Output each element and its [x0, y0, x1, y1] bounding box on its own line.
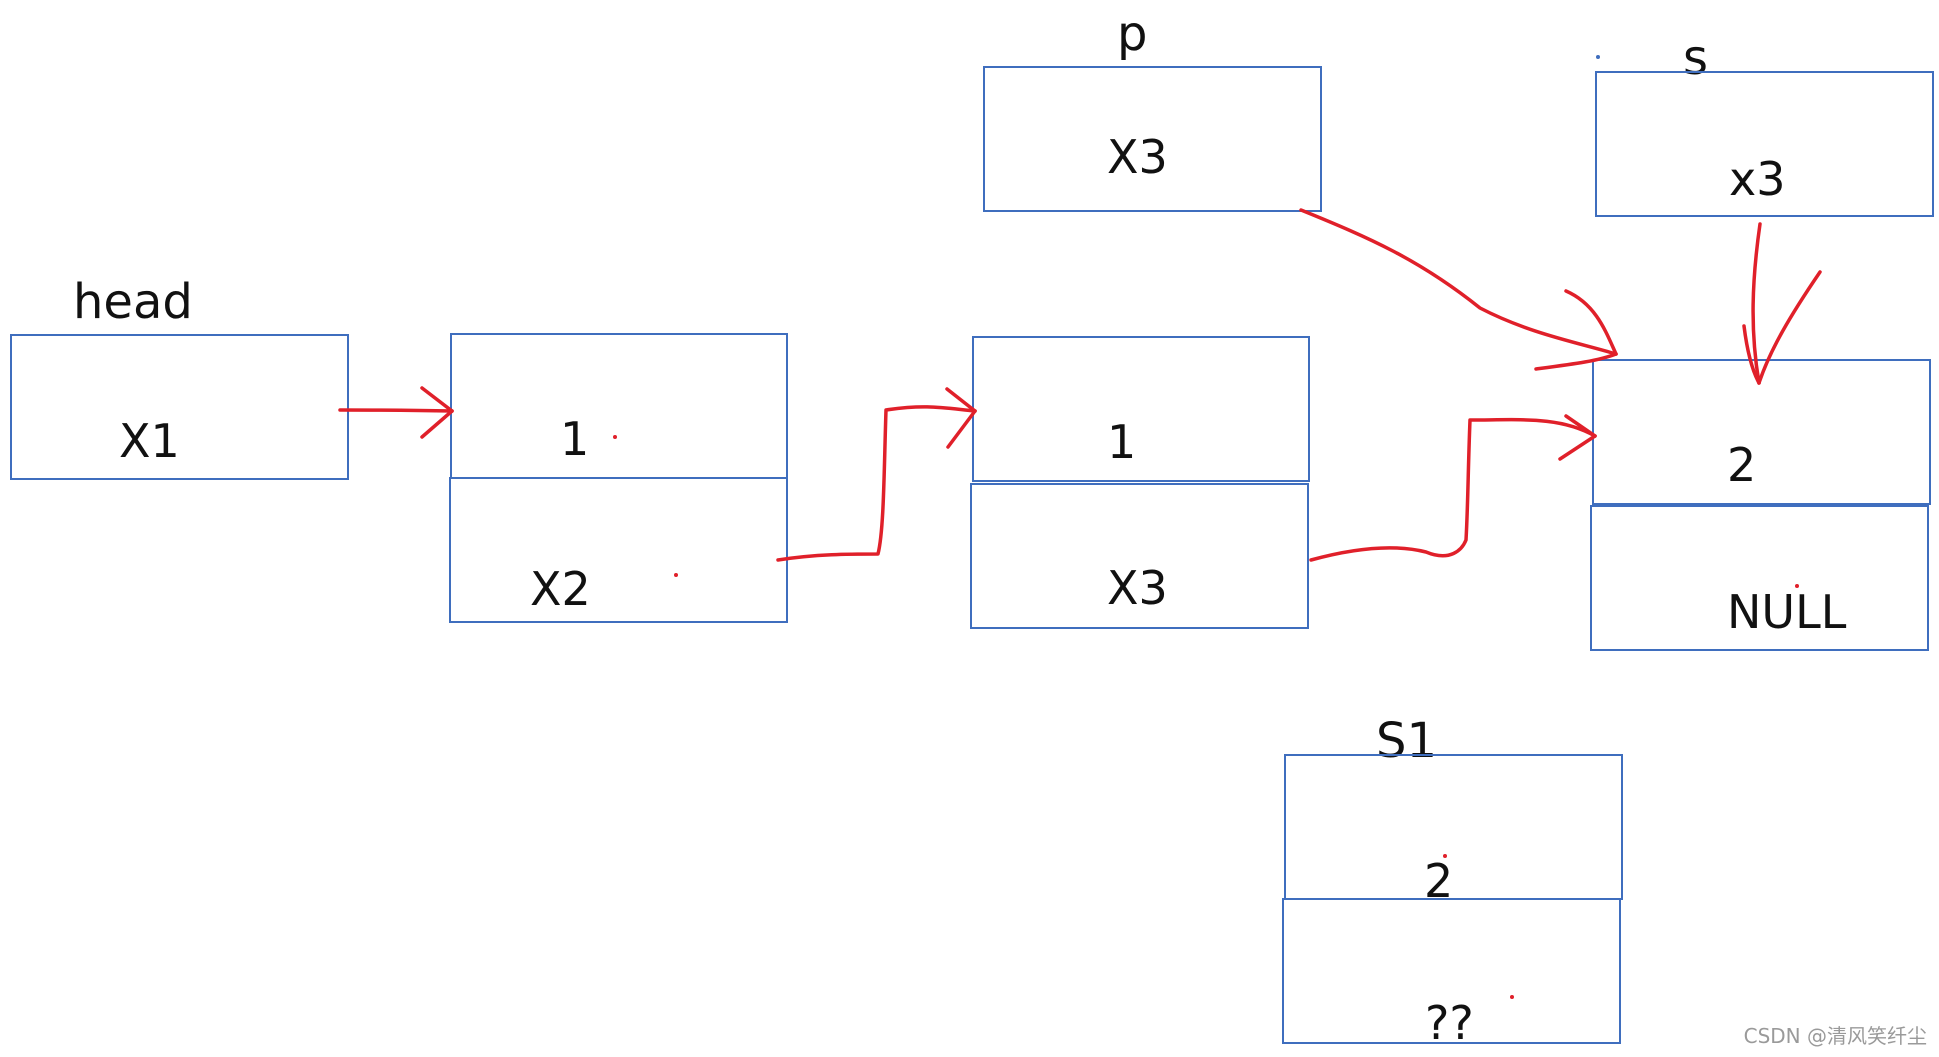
blue-dot — [1596, 55, 1600, 59]
s-pointer-box — [1595, 71, 1934, 217]
node-2-next-box — [970, 483, 1309, 629]
s-label: s — [1683, 30, 1709, 86]
node-1-data-value: 1 — [560, 412, 590, 466]
arrow-s-to-node-3 — [1751, 222, 1762, 385]
arrow-node-2-to-node-3 — [1309, 417, 1597, 562]
arrowhead-s-to-node-3-right — [1757, 270, 1822, 385]
marker-dot — [613, 435, 617, 439]
arrow-node-1-to-node-2 — [776, 405, 977, 562]
arrowhead-node-2-to-node-3-top — [1564, 414, 1597, 438]
node-3-data-box — [1592, 359, 1931, 505]
s1-label: S1 — [1376, 713, 1438, 769]
s-pointer-value: x3 — [1729, 152, 1786, 206]
node-3-next-value: NULL — [1727, 585, 1847, 639]
arrowhead-s-to-node-3-left — [1742, 324, 1761, 385]
head-pointer-value: X1 — [119, 414, 180, 468]
p-pointer-box — [983, 66, 1322, 212]
p-pointer-value: X3 — [1107, 130, 1168, 184]
arrow-head-to-node-1 — [338, 408, 454, 413]
marker-dot — [1443, 854, 1447, 858]
node-1-next-box — [449, 477, 788, 623]
marker-dot — [1795, 584, 1799, 588]
arrowhead-head-to-node-1-bottom — [420, 409, 454, 439]
watermark: CSDN @清风笑纤尘 — [1743, 1024, 1927, 1048]
node-2-data-value: 1 — [1107, 415, 1137, 469]
node-2-next-value: X3 — [1107, 561, 1168, 615]
marker-dot — [1510, 995, 1514, 999]
arrowhead-node-1-to-node-2-bottom — [946, 409, 977, 449]
s1-next-box — [1282, 898, 1621, 1044]
node-3-data-value: 2 — [1727, 438, 1757, 492]
p-label: p — [1117, 6, 1148, 62]
head-pointer-box — [10, 334, 349, 480]
arrowhead-p-to-node-3-bottom — [1534, 352, 1618, 371]
arrowhead-node-1-to-node-2-top — [945, 387, 977, 413]
s1-next-value: ?? — [1425, 996, 1474, 1050]
marker-dot — [674, 573, 678, 577]
arrowhead-head-to-node-1-top — [420, 386, 454, 413]
arrowhead-node-2-to-node-3-bottom — [1558, 434, 1597, 461]
arrowhead-p-to-node-3-top — [1564, 289, 1618, 356]
arrow-p-to-node-3 — [1299, 208, 1618, 356]
head-label: head — [73, 274, 193, 330]
node-3-next-box — [1590, 505, 1929, 651]
node-1-next-value: X2 — [530, 562, 591, 616]
s1-data-value: 2 — [1424, 854, 1454, 908]
